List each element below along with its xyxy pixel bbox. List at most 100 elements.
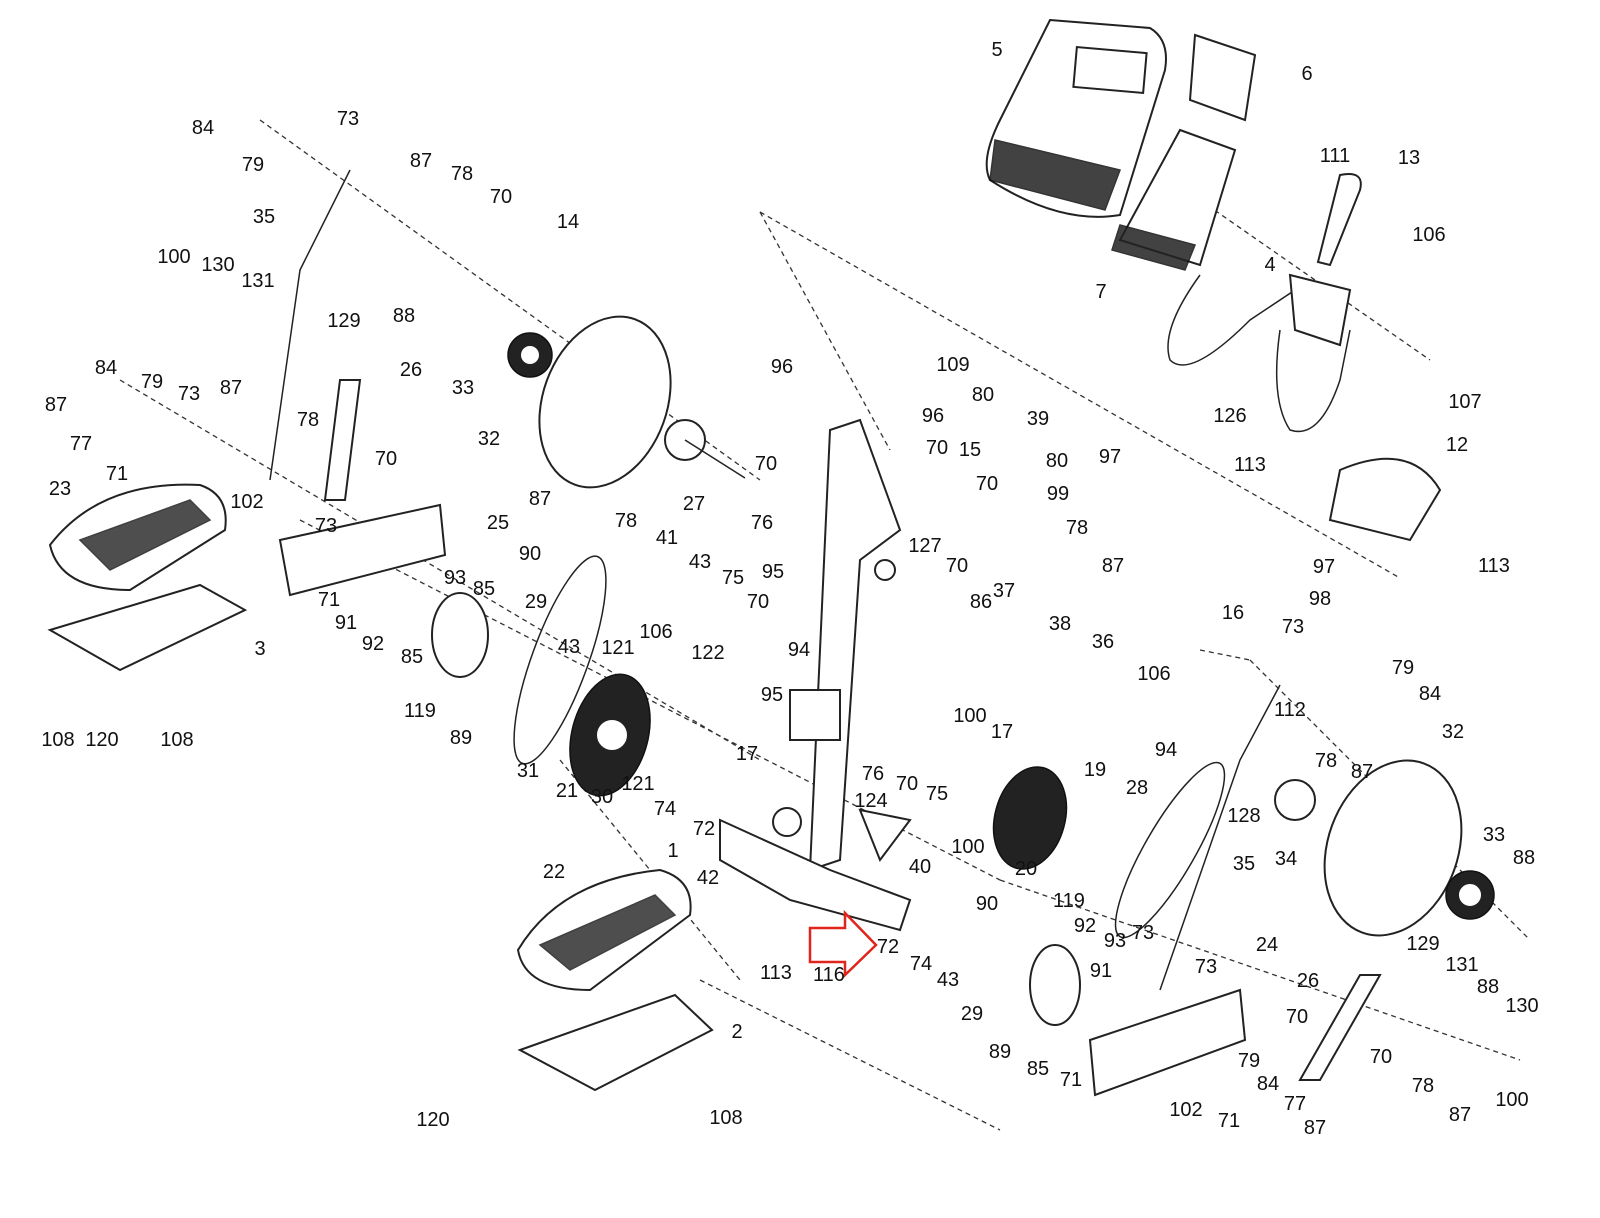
part-label-87: 87: [1304, 1117, 1326, 1139]
part-label-70: 70: [1370, 1046, 1392, 1068]
part-label-41: 41: [656, 527, 678, 549]
part-label-78: 78: [1412, 1075, 1434, 1097]
part-label-112: 112: [1274, 699, 1306, 721]
part-label-99: 99: [1047, 483, 1069, 505]
part-label-107: 107: [1448, 391, 1481, 413]
part-label-70: 70: [755, 453, 777, 475]
pedals: [47, 483, 714, 1092]
part-label-86: 86: [970, 591, 992, 613]
part-label-13: 13: [1398, 147, 1420, 169]
part-label-33: 33: [1483, 824, 1505, 846]
part-label-3: 3: [254, 638, 265, 660]
part-label-84: 84: [192, 117, 214, 139]
part-label-95: 95: [762, 561, 784, 583]
part-label-71: 71: [1218, 1110, 1240, 1132]
part-label-113: 113: [1478, 555, 1510, 577]
assembly-guide-lines: [119, 119, 1531, 1131]
console: [985, 18, 1257, 271]
part-label-98: 98: [1309, 588, 1331, 610]
part-label-71: 71: [106, 463, 128, 485]
part-label-72: 72: [693, 818, 715, 840]
part-label-70: 70: [926, 437, 948, 459]
part-label-102: 102: [1169, 1099, 1202, 1121]
part-label-91: 91: [1090, 960, 1112, 982]
part-label-78: 78: [1315, 750, 1337, 772]
drive-pulleys-and-belts: [431, 555, 1226, 1026]
part-label-79: 79: [242, 154, 264, 176]
shroud-12: [1328, 457, 1442, 542]
part-label-43: 43: [689, 551, 711, 573]
left-flywheel: [507, 315, 746, 489]
part-label-36: 36: [1092, 631, 1114, 653]
part-label-5: 5: [991, 39, 1002, 61]
part-label-14: 14: [557, 211, 579, 233]
part-label-94: 94: [1155, 739, 1177, 761]
part-label-109: 109: [936, 354, 969, 376]
part-label-78: 78: [451, 163, 473, 185]
part-label-130: 130: [1505, 995, 1538, 1017]
part-label-97: 97: [1313, 556, 1335, 578]
part-label-74: 74: [654, 798, 676, 820]
part-label-108: 108: [709, 1107, 742, 1129]
part-label-21: 21: [556, 780, 578, 802]
part-label-129: 129: [327, 310, 360, 332]
part-label-85: 85: [1027, 1058, 1049, 1080]
part-label-129: 129: [1406, 933, 1439, 955]
part-label-7: 7: [1095, 281, 1106, 303]
part-label-70: 70: [490, 186, 512, 208]
part-label-80: 80: [1046, 450, 1068, 472]
part-label-95: 95: [761, 684, 783, 706]
part-label-88: 88: [1513, 847, 1535, 869]
part-label-84: 84: [95, 357, 117, 379]
part-label-96: 96: [922, 405, 944, 427]
part-label-40: 40: [909, 856, 931, 878]
part-label-73: 73: [178, 383, 200, 405]
part-label-20: 20: [1015, 858, 1037, 880]
part-label-88: 88: [1477, 976, 1499, 998]
part-label-32: 32: [1442, 721, 1464, 743]
part-label-35: 35: [253, 206, 275, 228]
part-label-72: 72: [877, 936, 899, 958]
part-label-28: 28: [1126, 777, 1148, 799]
part-label-84: 84: [1419, 683, 1441, 705]
part-label-70: 70: [375, 448, 397, 470]
part-label-78: 78: [297, 409, 319, 431]
part-label-120: 120: [85, 729, 118, 751]
part-label-108: 108: [160, 729, 193, 751]
part-label-73: 73: [1132, 922, 1154, 944]
part-label-108: 108: [41, 729, 74, 751]
part-label-73: 73: [315, 515, 337, 537]
part-label-87: 87: [45, 394, 67, 416]
part-label-120: 120: [416, 1109, 449, 1131]
part-label-111: 111: [1320, 145, 1350, 167]
part-label-74: 74: [910, 953, 932, 975]
part-label-127: 127: [908, 535, 941, 557]
part-label-15: 15: [959, 439, 981, 461]
part-label-43: 43: [558, 636, 580, 658]
part-label-32: 32: [478, 428, 500, 450]
part-label-73: 73: [1195, 956, 1217, 978]
part-label-121: 121: [621, 773, 654, 795]
part-label-42: 42: [697, 867, 719, 889]
part-label-29: 29: [525, 591, 547, 613]
left-pedal-arm: [269, 169, 447, 597]
part-label-84: 84: [1257, 1073, 1279, 1095]
part-label-75: 75: [926, 783, 948, 805]
part-label-87: 87: [1449, 1104, 1471, 1126]
part-label-124: 124: [854, 790, 887, 812]
part-label-27: 27: [683, 493, 705, 515]
part-label-89: 89: [989, 1041, 1011, 1063]
part-label-113: 113: [760, 962, 792, 984]
right-flywheel: [1274, 759, 1495, 937]
part-label-97: 97: [1099, 446, 1121, 468]
part-label-77: 77: [1284, 1093, 1306, 1115]
part-label-80: 80: [972, 384, 994, 406]
part-label-102: 102: [230, 491, 263, 513]
right-pedal-arm: [1088, 684, 1382, 1097]
part-label-70: 70: [946, 555, 968, 577]
part-label-93: 93: [1104, 930, 1126, 952]
part-label-96: 96: [771, 356, 793, 378]
part-label-130: 130: [201, 254, 234, 276]
